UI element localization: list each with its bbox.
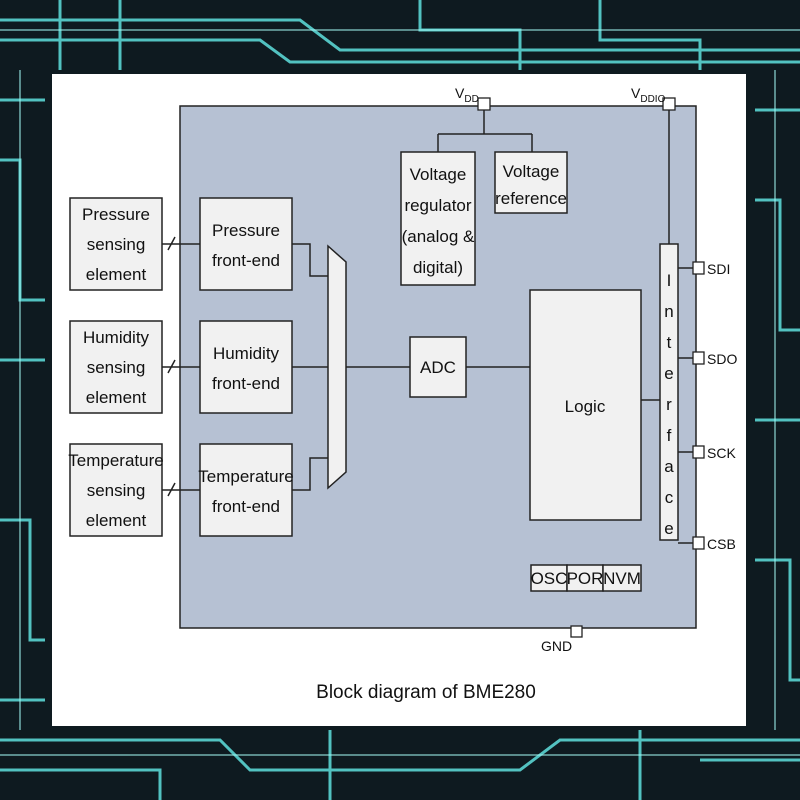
sck-label: SCK — [707, 445, 736, 461]
osc-label: OSC — [531, 569, 568, 588]
vdd-label: VDD — [455, 85, 479, 105]
nvm-label: NVM — [603, 569, 641, 588]
temperature-sensing-label-3: element — [86, 511, 147, 530]
temperature-front-end-label-2: front-end — [212, 497, 280, 516]
sdo-pin — [692, 351, 705, 365]
multiplexer — [327, 244, 347, 490]
gnd-pin — [570, 625, 583, 638]
interface-letter: e — [664, 519, 673, 538]
csb-pin — [692, 536, 705, 550]
logic-block — [529, 289, 642, 521]
por-label: POR — [567, 569, 604, 588]
temperature-front-end-block — [199, 443, 293, 537]
pressure-sensing-label-3: element — [86, 265, 147, 284]
adc-block — [409, 336, 467, 398]
sck-pin — [692, 445, 705, 459]
osc-block — [530, 564, 568, 592]
sdi-pin — [692, 261, 705, 275]
csb-label: CSB — [707, 536, 736, 552]
vdd-pin — [477, 97, 491, 111]
interface-letter: n — [664, 302, 673, 321]
temperature-front-end-label-1: Temperature — [198, 467, 293, 486]
sdi-label: SDI — [707, 261, 730, 277]
voltage-regulator-block — [400, 151, 476, 286]
pressure-front-end-block — [199, 197, 293, 291]
voltage-regulator-label-2: regulator — [404, 196, 471, 215]
temperature-sensing-element — [69, 443, 163, 537]
humidity-front-end-label-1: Humidity — [213, 344, 280, 363]
logic-label: Logic — [565, 397, 606, 416]
voltage-reference-block — [494, 151, 568, 214]
humidity-sensing-label-3: element — [86, 388, 147, 407]
nvm-block — [602, 564, 642, 592]
voltage-reference-label-1: Voltage — [503, 162, 560, 181]
interface-letter: a — [664, 457, 674, 476]
pressure-sensing-label-1: Pressure — [82, 205, 150, 224]
humidity-sensing-label-1: Humidity — [83, 328, 150, 347]
temperature-sensing-label-1: Temperature — [68, 451, 163, 470]
voltage-reference-label-2: reference — [495, 189, 567, 208]
voltage-regulator-label-4: digital) — [413, 258, 463, 277]
voltage-regulator-label-3: (analog & — [402, 227, 475, 246]
humidity-sensing-element — [69, 320, 163, 414]
interface-letter: t — [667, 333, 672, 352]
gnd-label: GND — [541, 638, 572, 654]
humidity-front-end-label-2: front-end — [212, 374, 280, 393]
pressure-sensing-label-2: sensing — [87, 235, 146, 254]
interface-block — [659, 243, 679, 541]
pressure-front-end-label-1: Pressure — [212, 221, 280, 240]
diagram-caption: Block diagram of BME280 — [316, 682, 536, 703]
interface-letter: e — [664, 364, 673, 383]
vddio-label: VDDIO — [631, 85, 666, 105]
por-block — [566, 564, 604, 592]
voltage-regulator-label-1: Voltage — [410, 165, 467, 184]
humidity-sensing-label-2: sensing — [87, 358, 146, 377]
humidity-front-end-block — [199, 320, 293, 414]
interface-letter: c — [665, 488, 674, 507]
temperature-sensing-label-2: sensing — [87, 481, 146, 500]
interface-letter: r — [666, 395, 672, 414]
interface-letter: I — [667, 271, 672, 290]
sdo-label: SDO — [707, 351, 737, 367]
interface-letter: f — [667, 426, 672, 445]
adc-label: ADC — [420, 358, 456, 377]
pressure-front-end-label-2: front-end — [212, 251, 280, 270]
